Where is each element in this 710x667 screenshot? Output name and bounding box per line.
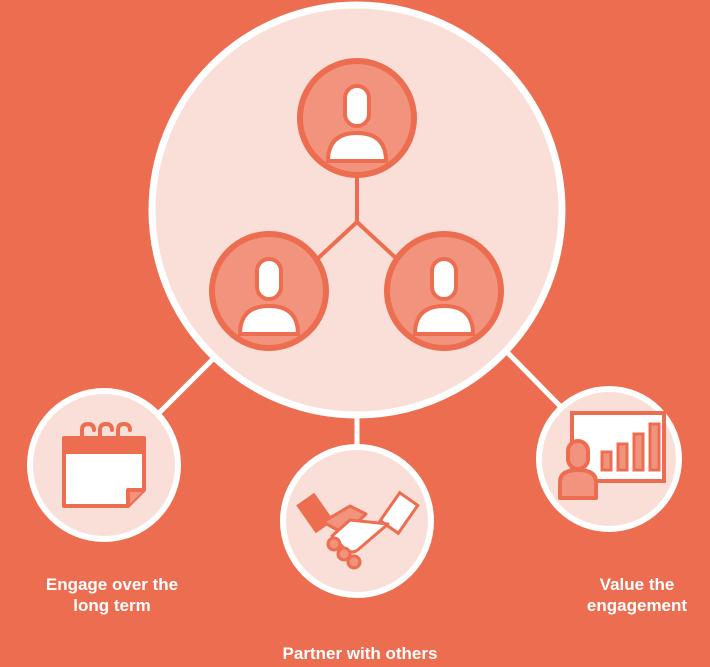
engage-label: Engage over the long term bbox=[12, 574, 212, 616]
handshake-icon bbox=[296, 490, 420, 570]
person-icon bbox=[384, 231, 504, 351]
value-label-line1: Value the bbox=[599, 575, 675, 594]
person-icon bbox=[297, 58, 417, 178]
hub-circle bbox=[148, 1, 566, 419]
connector-engage bbox=[157, 355, 217, 415]
partner-label-text: Partner with others bbox=[282, 644, 438, 663]
partner-label: Partner with others bbox=[240, 643, 480, 664]
partner-circle bbox=[280, 444, 434, 598]
connector-value bbox=[504, 349, 563, 409]
value-circle bbox=[536, 386, 682, 532]
person-icon bbox=[209, 231, 329, 351]
calendar-icon bbox=[62, 421, 146, 508]
engage-label-line2: long term bbox=[73, 596, 151, 615]
presentation-chart-icon bbox=[558, 411, 666, 500]
value-label-line2: engagement bbox=[586, 596, 688, 615]
engage-circle bbox=[27, 388, 181, 542]
value-label: Value the engagement bbox=[552, 574, 710, 616]
engage-label-line1: Engage over the bbox=[45, 575, 179, 594]
